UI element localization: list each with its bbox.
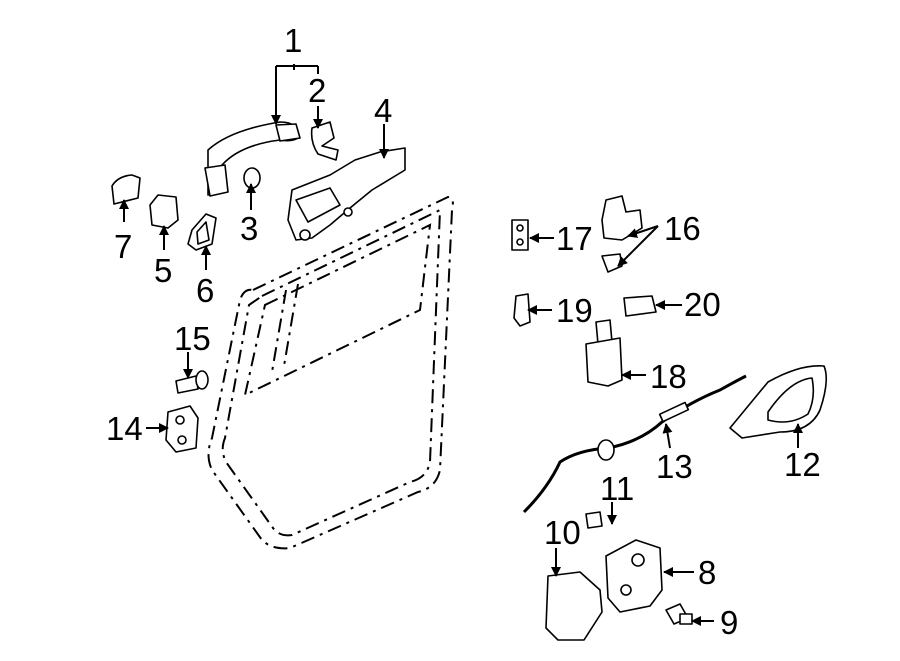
callout-2: 2	[308, 72, 326, 109]
callout-20: 20	[684, 286, 721, 323]
handle-cap-part	[310, 121, 339, 161]
release-cable-part	[522, 374, 747, 514]
callout-12: 12	[784, 446, 821, 483]
callout-18: 18	[650, 358, 687, 395]
callout-19: 19	[556, 292, 593, 329]
callout-7: 7	[114, 228, 132, 265]
callout-5: 5	[154, 252, 172, 289]
callout-1: 1	[284, 22, 302, 59]
callout-10: 10	[544, 514, 581, 551]
cable-grommet	[597, 439, 615, 461]
door-shell-outline	[207, 195, 454, 550]
hinge-plate-part	[511, 219, 529, 251]
door-check-part	[585, 319, 623, 387]
outside-handle-part	[204, 121, 301, 197]
pad-part	[513, 293, 531, 327]
gasket-part	[187, 213, 217, 251]
leader-lines	[119, 64, 803, 626]
cable-sleeve	[658, 401, 690, 423]
striker-part	[165, 405, 199, 453]
small-cap-part	[111, 174, 141, 205]
connector-part	[585, 511, 603, 529]
callout-15: 15	[174, 320, 211, 357]
door-latch-part	[605, 539, 663, 613]
clip-part	[623, 295, 657, 317]
lock-cover-part	[149, 194, 179, 229]
screw-part	[665, 603, 693, 625]
callout-16: 16	[664, 210, 701, 247]
callout-3: 3	[240, 210, 258, 247]
callout-13: 13	[656, 448, 693, 485]
callout-8: 8	[698, 554, 716, 591]
callout-9: 9	[720, 604, 738, 641]
callout-17: 17	[556, 220, 593, 257]
handle-bracket-part	[287, 147, 406, 241]
callout-4: 4	[374, 92, 392, 129]
callout-14: 14	[106, 410, 143, 447]
latch-bracket-part	[545, 571, 603, 641]
callout-6: 6	[196, 272, 214, 309]
callout-11: 11	[600, 470, 634, 507]
bolt-part	[175, 370, 209, 394]
